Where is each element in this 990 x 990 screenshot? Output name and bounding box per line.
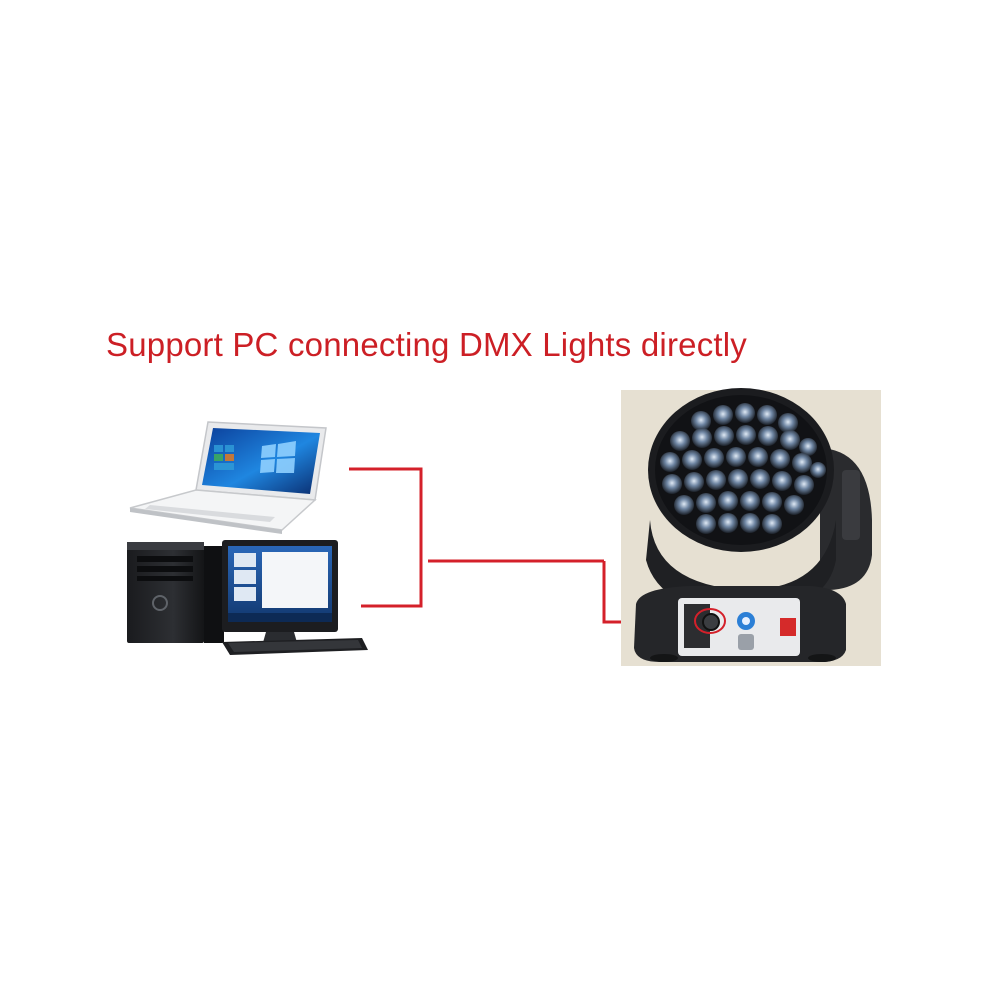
laptop-connector — [349, 467, 423, 608]
headline: Support PC connecting DMX Lights directl… — [106, 326, 748, 363]
laptop-icon — [129, 421, 327, 534]
moving-head-light-icon — [621, 388, 881, 666]
desktop-computer-icon — [127, 540, 368, 655]
lens-array — [660, 403, 826, 534]
